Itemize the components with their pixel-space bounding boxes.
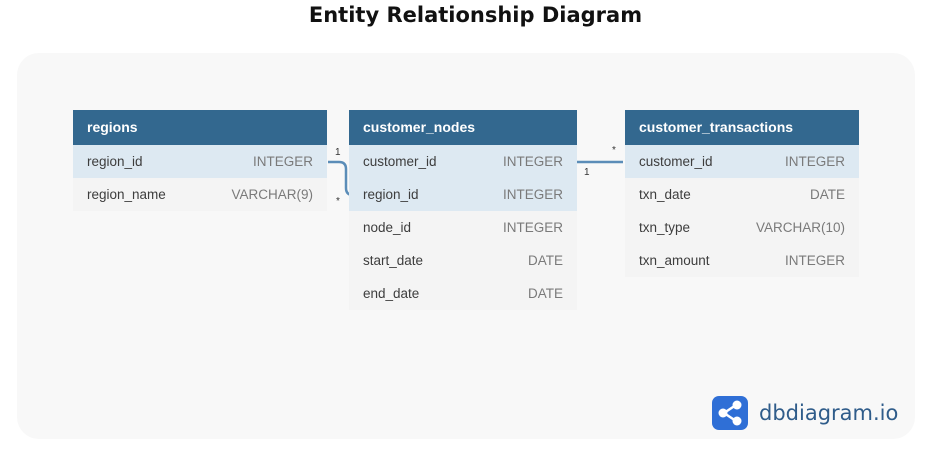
page-title: Entity Relationship Diagram [308,3,643,27]
table-customer-nodes[interactable]: customer_nodes customer_id INTEGER regio… [349,110,577,310]
field-customer-id[interactable]: customer_id INTEGER [349,145,577,178]
field-type: VARCHAR(10) [755,220,845,235]
field-name: txn_date [639,187,691,202]
table-header-regions[interactable]: regions [73,110,327,145]
field-name: end_date [363,286,420,301]
field-name: customer_id [363,154,437,169]
logo-text: dbdiagram.io [759,401,899,425]
share-nodes-icon [712,396,748,430]
field-name: node_id [363,220,412,235]
field-end-date[interactable]: end_date DATE [349,277,577,310]
dbdiagram-logo[interactable]: dbdiagram.io [712,394,912,432]
field-name: region_id [87,154,143,169]
field-region-name[interactable]: region_name VARCHAR(9) [73,178,327,211]
field-name: region_id [363,187,419,202]
field-name: txn_type [639,220,691,235]
field-name: start_date [363,253,424,268]
table-regions[interactable]: regions region_id INTEGER region_name VA… [73,110,327,211]
field-customer-id[interactable]: customer_id INTEGER [625,145,859,178]
field-name: txn_amount [639,253,710,268]
table-customer-transactions[interactable]: customer_transactions customer_id INTEGE… [625,110,859,277]
field-type: DATE [809,187,845,202]
field-type: INTEGER [252,154,313,169]
field-start-date[interactable]: start_date DATE [349,244,577,277]
field-type: DATE [527,253,563,268]
field-type: VARCHAR(9) [231,187,313,202]
cardinality-one-regions: 1 [335,147,341,158]
field-region-id[interactable]: region_id INTEGER [73,145,327,178]
field-name: customer_id [639,154,713,169]
table-header-customer-transactions[interactable]: customer_transactions [625,110,859,145]
field-type: INTEGER [502,154,563,169]
field-type: INTEGER [784,253,845,268]
field-type: INTEGER [784,154,845,169]
field-txn-date[interactable]: txn_date DATE [625,178,859,211]
field-txn-type[interactable]: txn_type VARCHAR(10) [625,211,859,244]
diagram-canvas[interactable]: 1 * 1 * regions region_id INTEGER region… [17,53,915,439]
field-type: DATE [527,286,563,301]
cardinality-many-customer-transactions: * [612,145,616,156]
field-node-id[interactable]: node_id INTEGER [349,211,577,244]
cardinality-one-customer-nodes: 1 [584,167,590,178]
table-header-customer-nodes[interactable]: customer_nodes [349,110,577,145]
field-type: INTEGER [502,187,563,202]
field-region-id[interactable]: region_id INTEGER [349,178,577,211]
field-name: region_name [87,187,166,202]
field-txn-amount[interactable]: txn_amount INTEGER [625,244,859,277]
field-type: INTEGER [502,220,563,235]
cardinality-many-customer-nodes: * [336,196,340,207]
